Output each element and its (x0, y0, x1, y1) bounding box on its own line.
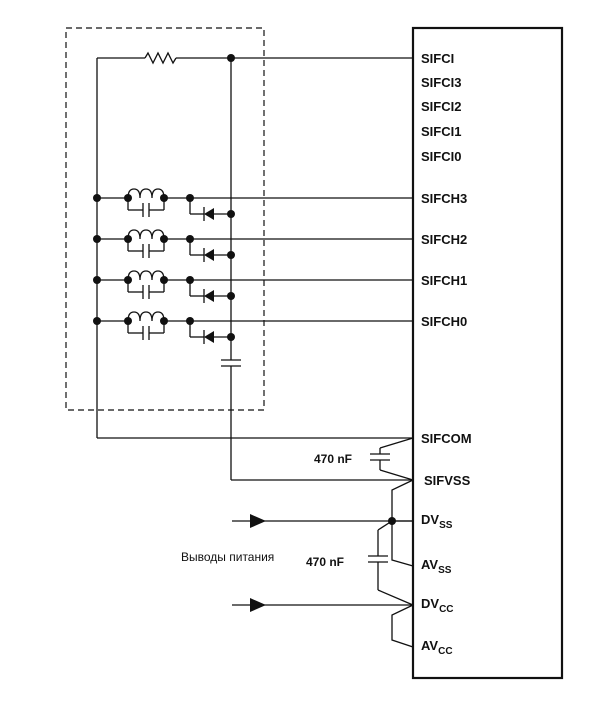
sifcom-sifvss-capacitor (370, 437, 414, 481)
capacitor-icon (142, 326, 150, 340)
pin-label-sifch3: SIFCH3 (421, 191, 467, 206)
pin-label-avcc: AVCC (421, 638, 453, 657)
pin-label-dvss: DVSS (421, 512, 453, 531)
pin-label-sifch1: SIFCH1 (421, 273, 467, 288)
pin-label-sifch2: SIFCH2 (421, 232, 467, 247)
resistor-icon (144, 51, 177, 65)
pin-label-sifci3: SIFCI3 (421, 75, 461, 90)
capacitor-icon (142, 244, 150, 258)
dvcc-input-arrow (232, 598, 413, 612)
sifvss-dvss-link (391, 479, 414, 522)
channel-group-ch1 (93, 270, 413, 303)
pin-label-sifvss: SIFVSS (424, 473, 471, 488)
capacitor-icon (142, 285, 150, 299)
inductor-icon (127, 229, 165, 240)
diode-icon (203, 248, 214, 262)
pin-label-avss: AVSS (421, 557, 452, 576)
power-pins-caption: Выводы питания (181, 550, 274, 564)
pin-label-sifci0: SIFCI0 (421, 149, 461, 164)
pin-label-sifch0: SIFCH0 (421, 314, 467, 329)
pin-label-sifci2: SIFCI2 (421, 99, 461, 114)
inductor-icon (127, 270, 165, 281)
pin-label-dvcc: DVCC (421, 596, 454, 615)
diode-icon (203, 207, 214, 221)
dvcc-avcc-link (391, 604, 414, 648)
sifci-line (97, 51, 413, 65)
diode-icon (203, 330, 214, 344)
cap-upper-label: 470 nF (314, 452, 352, 466)
power-decoupling-capacitor (368, 520, 414, 606)
channel-group-ch0 (93, 311, 413, 344)
sensor-board-dashed-boundary (65, 27, 265, 411)
vertical-capacitor-icon (221, 359, 241, 367)
dvss-avss-link (391, 521, 414, 567)
channel-group-ch2 (93, 229, 413, 262)
cap-lower-label: 470 nF (306, 555, 344, 569)
inductor-icon (127, 188, 165, 199)
ic-chip-body (411, 26, 564, 680)
capacitor-icon (142, 203, 150, 217)
diode-icon (203, 289, 214, 303)
dvss-input-arrow (232, 514, 413, 528)
pin-label-sifci: SIFCI (421, 51, 454, 66)
pin-label-sifcom: SIFCOM (421, 431, 472, 446)
pin-label-sifci1: SIFCI1 (421, 124, 461, 139)
inductor-icon (127, 311, 165, 322)
channel-group-ch3 (93, 188, 413, 221)
